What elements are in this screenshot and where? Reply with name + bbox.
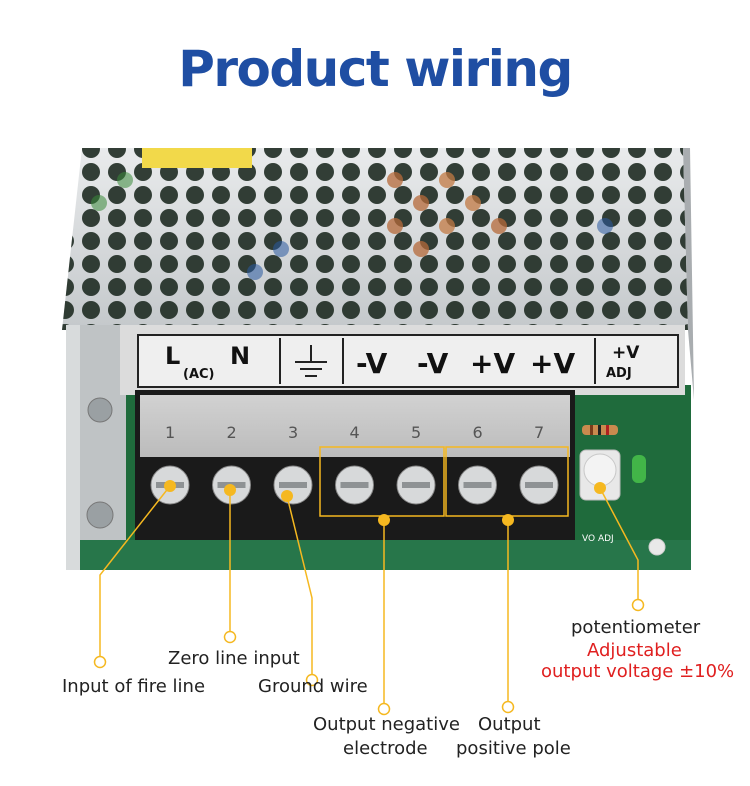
- label-output-voltage: output voltage ±10%: [541, 661, 735, 682]
- ground-symbol-icon: [295, 345, 327, 377]
- label-pos-v-2: +V: [530, 347, 575, 380]
- label-l: L: [165, 342, 180, 370]
- terminal-number: 3: [288, 423, 298, 442]
- label-pos-v-1: +V: [470, 347, 515, 380]
- potentiometer: [579, 449, 621, 501]
- callout-dots: [164, 480, 606, 526]
- label-adj-v: +V: [612, 343, 640, 363]
- terminal-number: 5: [411, 423, 421, 442]
- label-neg-v-1: -V: [356, 347, 388, 380]
- screw-slot: [340, 482, 369, 488]
- label-neg-v-2: -V: [417, 347, 449, 380]
- terminal-label-strip: L N (AC) -V -V +V +V +V ADJ: [120, 325, 685, 395]
- label-potentiometer: potentiometer: [571, 617, 701, 638]
- pcb-vo-adj-label: VO ADJ: [582, 534, 614, 544]
- screw-slot: [463, 482, 492, 488]
- label-n: N: [230, 342, 250, 370]
- label-ac: (AC): [183, 367, 214, 382]
- label-output-negative: Output negative: [313, 714, 460, 735]
- terminal-number: 6: [473, 423, 483, 442]
- screw-slot: [402, 482, 430, 488]
- label-positive-pole: positive pole: [456, 738, 571, 759]
- label-electrode: electrode: [343, 738, 428, 759]
- label-adj: ADJ: [606, 366, 632, 381]
- label-ground-wire: Ground wire: [258, 676, 368, 697]
- label-fire-line: Input of fire line: [62, 676, 206, 697]
- page-title: Product wiring: [178, 40, 573, 98]
- screw-slot: [279, 482, 307, 488]
- metal-case: [62, 148, 694, 400]
- terminal-number: 4: [350, 423, 360, 442]
- terminal-number: 7: [534, 423, 544, 442]
- label-adjustable: Adjustable: [587, 640, 682, 661]
- callout-end-rings: [93, 598, 645, 716]
- terminal-number: 2: [227, 423, 237, 442]
- led-indicator: [632, 455, 646, 483]
- label-output: Output: [478, 714, 541, 735]
- terminal-number: 1: [165, 423, 175, 442]
- screw-slot: [525, 482, 553, 488]
- callout-lines: [99, 485, 639, 704]
- resistor: [582, 425, 618, 435]
- label-zero-line: Zero line input: [168, 648, 300, 669]
